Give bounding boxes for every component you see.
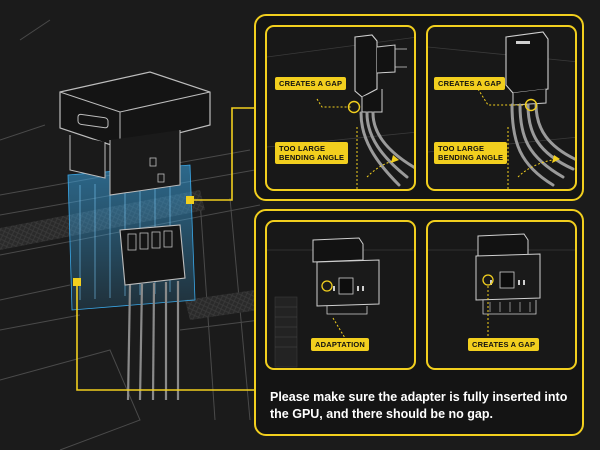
subpanel-bottom-left: ADAPTATION xyxy=(265,220,416,370)
subpanel-top-right: CREATES A GAP TOO LARGE BENDING ANGLE xyxy=(426,25,577,191)
tag-creates-gap-2: CREATES A GAP xyxy=(434,77,506,90)
cable-connector xyxy=(119,224,186,401)
top-callout-panel: CREATES A GAP TOO LARGE BENDING ANGLE xyxy=(254,14,584,201)
tag-bending-angle-1: TOO LARGE BENDING ANGLE xyxy=(275,142,349,164)
bent-cable-illustration-1 xyxy=(267,34,414,189)
pointer-square-top xyxy=(186,196,194,204)
subpanel-bottom-right: CREATES A GAP xyxy=(426,220,577,370)
pointer-square-bottom xyxy=(73,278,81,286)
tag-bending-angle-2: TOO LARGE BENDING ANGLE xyxy=(434,142,508,164)
leader-lines xyxy=(76,107,258,391)
subpanel-top-left: CREATES A GAP TOO LARGE BENDING ANGLE xyxy=(265,25,416,191)
proper-insertion-illustration xyxy=(267,237,414,368)
tag-adaptation: ADAPTATION xyxy=(311,338,370,351)
tag-creates-gap-1: CREATES A GAP xyxy=(275,77,347,90)
gap-insertion-illustration xyxy=(428,233,575,340)
bent-cable-illustration-2 xyxy=(428,31,575,189)
adapter-block xyxy=(59,71,211,196)
instruction-caption: Please make sure the adapter is fully in… xyxy=(270,390,568,421)
bottom-callout-panel: ADAPTATION CREATES A GAP Please make sur… xyxy=(254,209,584,436)
tag-creates-gap-3: CREATES A GAP xyxy=(468,338,540,351)
